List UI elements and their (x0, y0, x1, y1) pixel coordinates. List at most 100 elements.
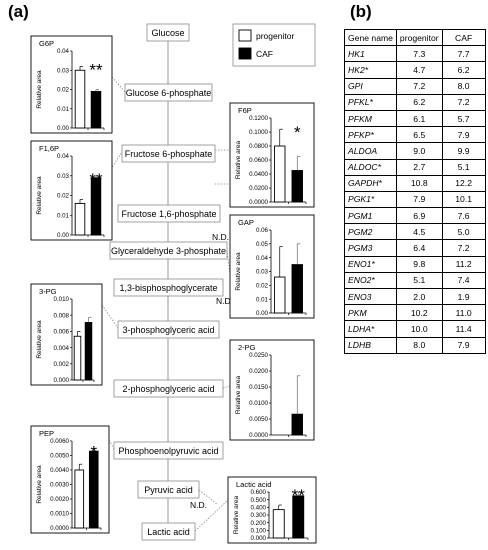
y-tick-label: 0.0000 (249, 432, 268, 439)
y-tick-label: 0.04 (57, 48, 70, 55)
expression-cell: 11.2 (441, 255, 486, 273)
nd-label: N.D. (216, 296, 233, 306)
expression-cell: 7.3 (395, 45, 443, 63)
expression-cell: 6.5 (395, 126, 443, 144)
y-tick-label: 0.02 (57, 193, 70, 200)
y-tick-label: 0.02 (256, 283, 269, 290)
pathway-node: Phosphoenolpyruvic acid (113, 441, 224, 460)
gene-name-cell: ENO2* (344, 271, 397, 290)
pathway-node-box (124, 83, 213, 102)
y-tick-label: 0.03 (57, 67, 70, 74)
expression-cell: 10.8 (395, 174, 443, 192)
chart-title: 2-PG (238, 343, 256, 352)
y-tick-label: 0.1000 (249, 129, 268, 136)
expression-cell: 10.0 (395, 320, 443, 338)
expression-cell: 4.5 (395, 223, 443, 241)
expression-cell: 10.1 (441, 190, 486, 209)
y-tick-label: 0.000 (54, 377, 70, 384)
pathway-node-box (113, 278, 224, 297)
expression-cell: 7.2 (441, 239, 486, 257)
gene-name-cell: HK2* (344, 61, 397, 79)
y-tick-label: 0.0020 (50, 496, 69, 503)
y-tick-label: 0.000 (251, 535, 267, 542)
pathway-node-label: Fructose 6-phosphate (125, 149, 213, 159)
legend-label-caf: CAF (256, 49, 273, 59)
chart-title: GAP (238, 218, 254, 227)
pathway-node: Pyruvic acid (137, 480, 200, 499)
expression-cell: 7.9 (395, 190, 443, 209)
y-tick-label: 0.04 (256, 255, 269, 262)
y-tick-label: 0.008 (54, 312, 70, 319)
pathway-node-label: Glyceraldehyde 3-phosphate (111, 246, 226, 256)
gene-name-cell: HK1 (344, 45, 397, 63)
table-header-cell: CAF (441, 28, 486, 47)
bar (291, 170, 303, 203)
connector-line (111, 76, 126, 93)
gene-name-cell: PFKM (344, 109, 397, 128)
pathway-node-label: Glucose (151, 28, 184, 38)
y-tick-label: 0.0040 (50, 467, 69, 474)
pathway-node-box (117, 204, 221, 223)
y-tick-label: 0.1200 (249, 115, 268, 122)
legend-swatch-caf (238, 47, 252, 60)
expression-cell: 9.9 (441, 142, 486, 160)
gene-name-cell: PFKP* (344, 126, 397, 144)
pathway-node: Fructose 1,6-phosphate (117, 204, 221, 223)
gene-name-cell: PGK1* (344, 190, 397, 209)
expression-cell: 7.9 (441, 336, 486, 354)
chart-title: F1,6P (39, 144, 59, 153)
pathway-node: Fructose 6-phosphate (121, 144, 216, 163)
y-tick-label: 0.01 (57, 212, 70, 219)
pathway-node-label: 3-phosphoglyceric acid (122, 325, 214, 335)
expression-cell: 2.0 (395, 287, 443, 306)
pathway-node-box (137, 480, 200, 499)
y-tick-label: 0.400 (251, 505, 267, 512)
bar (291, 264, 303, 314)
gene-name-cell: ALDOA (344, 142, 397, 160)
y-tick-label: 0.03 (256, 269, 269, 276)
bar (90, 90, 102, 129)
y-tick-label: 0.00 (256, 310, 269, 317)
chart-title: F6P (238, 106, 252, 115)
y-tick-label: 0.010 (54, 296, 70, 303)
expression-cell: 7.2 (441, 93, 486, 111)
gene-name-cell: LDHB (344, 336, 397, 354)
expression-cell: 2.7 (395, 158, 443, 176)
y-tick-label: 0.0060 (50, 438, 69, 445)
expression-cell: 5.1 (395, 271, 443, 290)
y-tick-label: 0.06 (256, 227, 269, 234)
expression-cell: 6.2 (441, 61, 486, 79)
pathway-node-label: Pyruvic acid (144, 485, 193, 495)
bar (84, 322, 93, 381)
legend-label-progenitor: progenitor (256, 31, 294, 41)
bar (74, 469, 85, 529)
y-tick-label: 0.002 (54, 361, 70, 368)
expression-cell: 7.7 (441, 45, 486, 63)
y-tick-label: 0.300 (251, 512, 267, 519)
gene-name-cell: ENO3 (344, 287, 397, 306)
y-axis-label: Relative area (36, 176, 43, 215)
y-axis-label: Relative area (235, 375, 242, 414)
gene-name-cell: PKM (344, 304, 397, 322)
y-tick-label: 0.0800 (249, 143, 268, 150)
pathway-node-label: Lactic acid (147, 527, 190, 537)
y-axis-label: Relative area (235, 252, 242, 291)
pathway-node: Glyceraldehyde 3-phosphate (109, 241, 228, 260)
y-tick-label: 0.02 (57, 87, 70, 94)
connector-line (108, 439, 115, 450)
legend-swatch-progenitor (238, 29, 252, 42)
gene-name-cell: ALDOC* (344, 158, 397, 176)
